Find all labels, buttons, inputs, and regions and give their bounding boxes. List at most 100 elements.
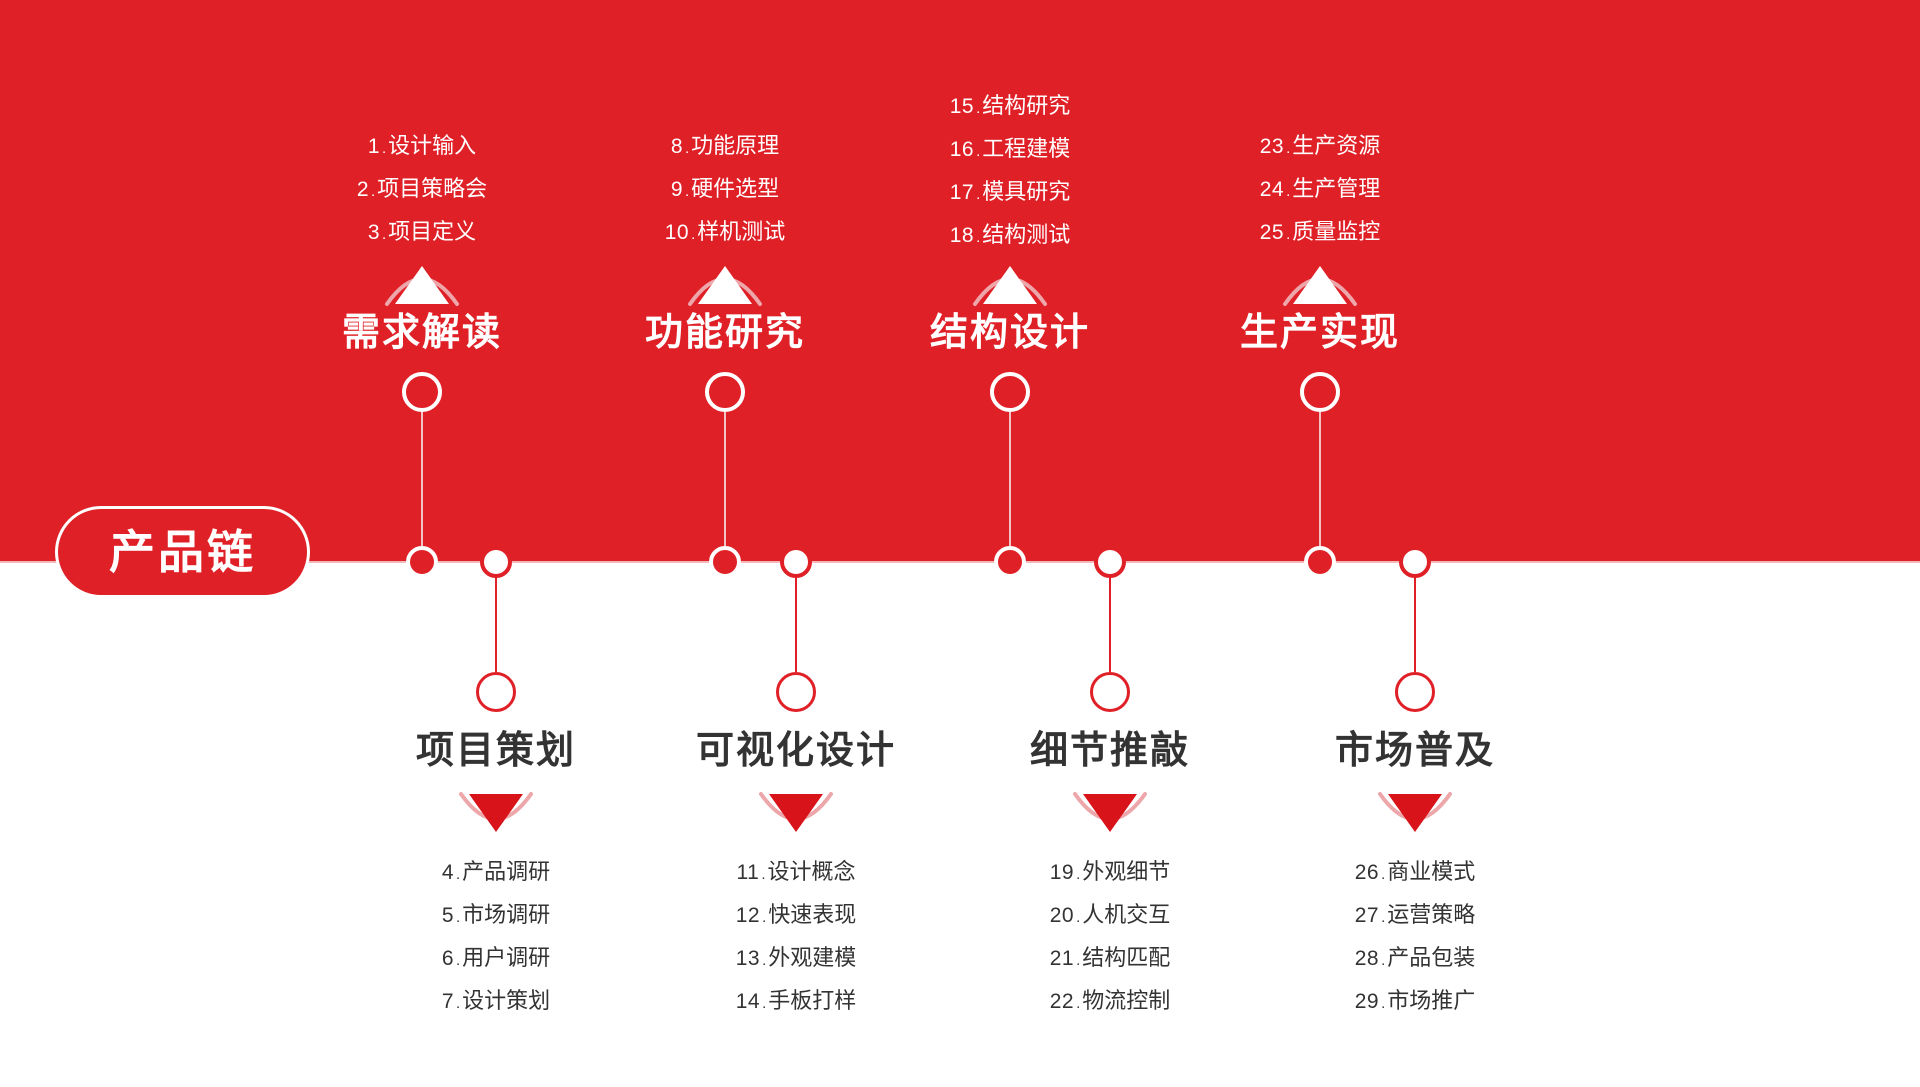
- item-separator: .: [762, 909, 767, 926]
- item-separator: .: [456, 866, 461, 883]
- bottom-stage-title: 可视化设计: [695, 730, 896, 772]
- timeline-node[interactable]: [1094, 546, 1126, 578]
- timeline-node[interactable]: [1304, 546, 1336, 578]
- list-item: 1.设计输入: [242, 126, 602, 169]
- list-item: 13.外观建模: [616, 938, 976, 981]
- timeline-node[interactable]: [1399, 546, 1431, 578]
- item-label: 手板打样: [768, 988, 857, 1013]
- item-label: 快速表现: [768, 902, 857, 927]
- item-number: 13: [735, 947, 761, 970]
- item-number: 24: [1259, 178, 1285, 201]
- item-separator: .: [976, 186, 981, 203]
- item-separator: .: [761, 866, 766, 883]
- triangle-down-icon: [453, 790, 539, 846]
- item-separator: .: [1381, 866, 1386, 883]
- item-separator: .: [1286, 140, 1291, 157]
- item-separator: .: [1381, 995, 1386, 1012]
- ring-red-icon[interactable]: [476, 672, 516, 712]
- item-label: 市场调研: [462, 902, 551, 927]
- top-stage-title: 功能研究: [644, 312, 805, 354]
- item-separator: .: [382, 140, 387, 157]
- item-separator: .: [456, 995, 461, 1012]
- item-number: 20: [1049, 904, 1075, 927]
- bottom-stage-title: 细节推敲: [1029, 730, 1190, 772]
- item-label: 外观建模: [768, 945, 857, 970]
- item-number: 16: [949, 138, 975, 161]
- ring-white-icon[interactable]: [402, 372, 442, 412]
- list-item: 7.设计策划: [316, 981, 676, 1024]
- item-number: 25: [1259, 221, 1285, 244]
- timeline-node[interactable]: [709, 546, 741, 578]
- item-separator: .: [976, 143, 981, 160]
- ring-red-icon[interactable]: [1090, 672, 1130, 712]
- item-label: 外观细节: [1082, 859, 1171, 884]
- connector-stem: [1414, 562, 1416, 672]
- item-label: 物流控制: [1082, 988, 1171, 1013]
- item-label: 结构匹配: [1082, 945, 1171, 970]
- item-separator: .: [762, 995, 767, 1012]
- item-label: 市场推广: [1387, 988, 1476, 1013]
- item-number: 12: [735, 904, 761, 927]
- item-separator: .: [1076, 952, 1081, 969]
- item-number: 23: [1259, 135, 1285, 158]
- item-label: 生产管理: [1292, 176, 1381, 201]
- item-separator: .: [976, 100, 981, 117]
- ring-white-icon[interactable]: [1300, 372, 1340, 412]
- item-number: 5: [441, 904, 454, 927]
- item-separator: .: [685, 140, 690, 157]
- timeline-node[interactable]: [480, 546, 512, 578]
- brand-badge[interactable]: 产品链: [55, 506, 310, 598]
- list-item: 19.外观细节: [930, 852, 1290, 895]
- ring-red-icon[interactable]: [1395, 672, 1435, 712]
- triangle-up-icon: [379, 252, 465, 308]
- triangle-down-icon: [753, 790, 839, 846]
- triangle-up-icon: [967, 252, 1053, 308]
- list-item: 25.质量监控: [1140, 212, 1500, 255]
- item-separator: .: [1381, 952, 1386, 969]
- ring-white-icon[interactable]: [990, 372, 1030, 412]
- connector-stem: [1009, 412, 1011, 562]
- timeline-node[interactable]: [406, 546, 438, 578]
- item-number: 15: [949, 95, 975, 118]
- item-separator: .: [976, 229, 981, 246]
- list-item: 3.项目定义: [242, 212, 602, 255]
- item-separator: .: [1381, 909, 1386, 926]
- triangle-up-icon: [682, 252, 768, 308]
- ring-red-icon[interactable]: [776, 672, 816, 712]
- item-label: 项目定义: [388, 219, 477, 244]
- connector-stem: [421, 412, 423, 562]
- timeline-node[interactable]: [994, 546, 1026, 578]
- list-item: 28.产品包装: [1235, 938, 1595, 981]
- list-item: 21.结构匹配: [930, 938, 1290, 981]
- item-separator: .: [691, 226, 696, 243]
- item-number: 28: [1354, 947, 1380, 970]
- item-number: 11: [736, 861, 760, 884]
- timeline-node[interactable]: [780, 546, 812, 578]
- item-number: 1: [367, 135, 380, 158]
- connector-stem: [1319, 412, 1321, 562]
- list-item: 20.人机交互: [930, 895, 1290, 938]
- item-number: 3: [367, 221, 380, 244]
- connector-stem: [795, 562, 797, 672]
- item-label: 设计策划: [462, 988, 551, 1013]
- top-stage-title: 生产实现: [1239, 312, 1400, 354]
- item-label: 产品包装: [1387, 945, 1476, 970]
- item-number: 2: [356, 178, 369, 201]
- item-number: 19: [1049, 861, 1075, 884]
- item-number: 6: [441, 947, 454, 970]
- item-label: 质量监控: [1292, 219, 1381, 244]
- ring-white-icon[interactable]: [705, 372, 745, 412]
- item-number: 22: [1049, 990, 1075, 1013]
- item-number: 27: [1354, 904, 1380, 927]
- item-label: 样机测试: [697, 219, 786, 244]
- list-item: 2.项目策略会: [242, 169, 602, 212]
- item-number: 18: [949, 224, 975, 247]
- item-separator: .: [1076, 995, 1081, 1012]
- item-number: 21: [1049, 947, 1075, 970]
- list-item: 8.功能原理: [545, 126, 905, 169]
- item-number: 8: [670, 135, 683, 158]
